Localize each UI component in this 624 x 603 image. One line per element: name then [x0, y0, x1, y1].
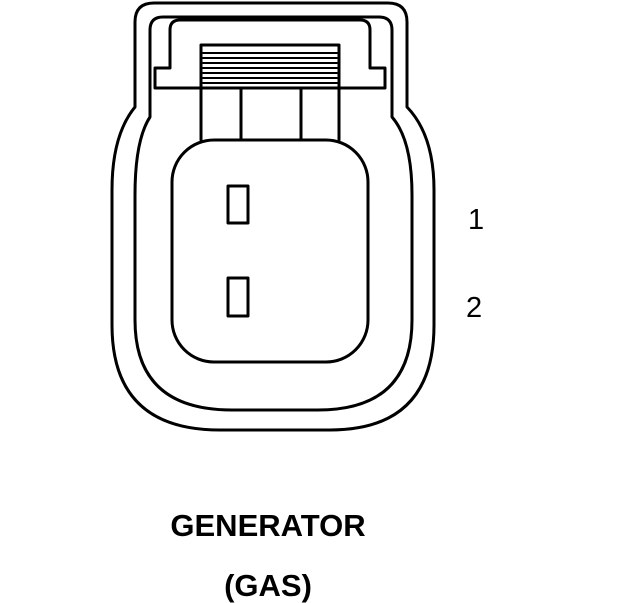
- pin-slot-1: [226, 184, 250, 225]
- latch-grip-ridges: [199, 43, 341, 90]
- pin-slot-2: [226, 276, 250, 318]
- connector-title: GENERATOR: [170, 508, 366, 543]
- connector-latch: [153, 18, 387, 90]
- latch-ribs: [199, 86, 341, 142]
- pin-label-2: 2: [466, 292, 483, 324]
- connector-housing-outer: [110, 1, 436, 432]
- pin-label-1: 1: [468, 204, 485, 236]
- connector-face: [170, 138, 370, 364]
- connector-subtitle: (GAS): [224, 568, 312, 603]
- connector-housing-inner: [133, 15, 414, 412]
